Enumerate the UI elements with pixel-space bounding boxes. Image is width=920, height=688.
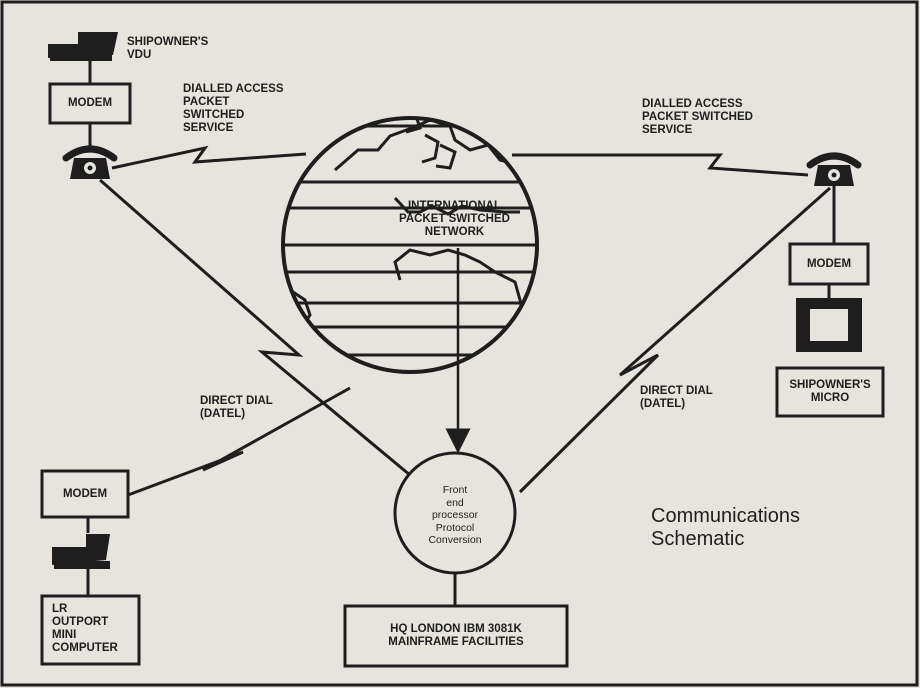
modem-box-outport	[40, 469, 130, 519]
direct-dial-right-path	[518, 186, 831, 494]
dialled-access-label-left: DIALLED ACCESS PACKET SWITCHED SERVICE	[183, 83, 284, 134]
network-label: INTERNATIONAL PACKET SWITCHED NETWORK	[399, 200, 510, 238]
micro-label: SHIPOWNER'S MICRO	[789, 379, 871, 404]
outport-dial-path	[127, 386, 351, 497]
micro-label-box	[775, 366, 885, 418]
telephone-icon-left	[62, 145, 118, 179]
direct-dial-label-right: DIRECT DIAL (DATEL)	[640, 385, 713, 410]
modem-label-outport: MODEM	[62, 487, 108, 500]
outport-computer-label: LR OUTPORT MINI COMPUTER	[52, 603, 118, 654]
direct-dial-label-left: DIRECT DIAL (DATEL)	[200, 395, 273, 420]
direct-dial-left-path	[99, 178, 429, 492]
modem-label-right: MODEM	[806, 257, 852, 270]
mainframe-label: HQ LONDON IBM 3081K MAINFRAME FACILITIES	[388, 623, 524, 648]
shipowner-vdu-label: SHIPOWNER'S VDU	[127, 36, 209, 61]
vdu-terminal-icon	[48, 32, 118, 61]
monitor-icon	[796, 298, 862, 352]
dialled-link-left	[111, 145, 307, 170]
outport-terminal-icon	[52, 534, 110, 569]
diagram-title: Communications Schematic	[651, 505, 800, 550]
globe-icon	[281, 116, 539, 374]
dialled-access-label-right: DIALLED ACCESS PACKET SWITCHED SERVICE	[642, 98, 753, 136]
modem-label-top-left: MODEM	[67, 97, 113, 109]
front-end-processor-label: Front end processor Protocol Conversion	[428, 484, 482, 546]
dialled-link-right	[512, 153, 809, 177]
mainframe-box	[343, 604, 569, 668]
outport-computer-box	[40, 594, 141, 666]
telephone-icon-right	[806, 152, 862, 186]
